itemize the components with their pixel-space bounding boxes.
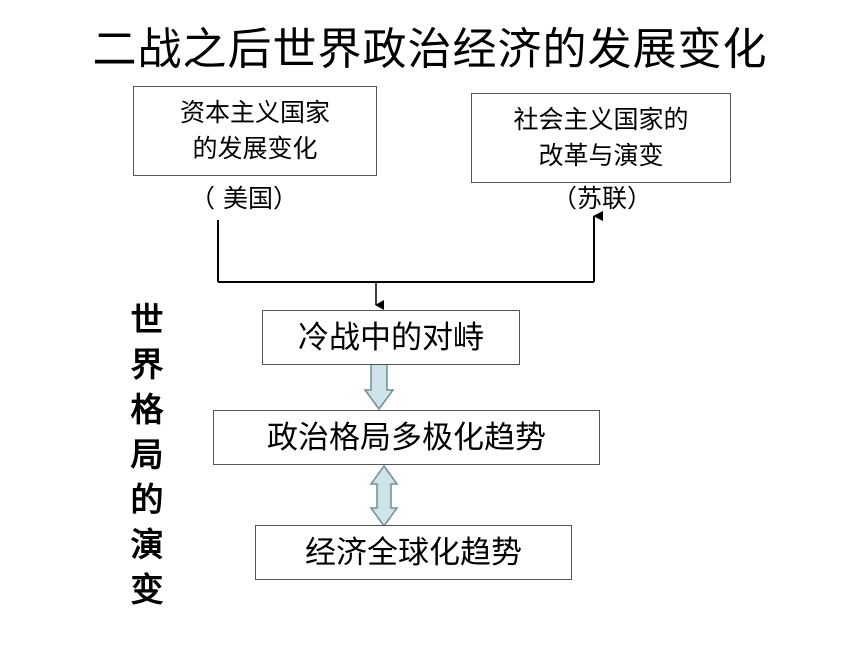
socialist-countries-box: 社会主义国家的 改革与演变 (471, 93, 731, 183)
side-char: 界 (130, 345, 164, 384)
economic-globalization-box: 经济全球化趋势 (255, 525, 572, 580)
world-pattern-evolution-label: 世 界 格 局 的 演 变 (125, 297, 169, 612)
cold-war-box: 冷战中的对峙 (262, 310, 520, 365)
globalization-label: 经济全球化趋势 (305, 534, 522, 571)
side-char: 的 (130, 480, 164, 519)
socialist-box-line1: 社会主义国家的 (513, 105, 689, 134)
capitalist-countries-box: 资本主义国家 的发展变化 (133, 86, 377, 176)
slide-title: 二战之后世界政治经济的发展变化 (92, 24, 768, 75)
side-char: 格 (130, 390, 164, 429)
socialist-box-line2: 改革与演变 (538, 141, 664, 170)
double-block-arrow (369, 464, 399, 528)
political-multipolar-box: 政治格局多极化趋势 (213, 410, 600, 465)
capitalist-box-line1: 资本主义国家 (179, 98, 330, 127)
cold-war-label: 冷战中的对峙 (298, 319, 484, 356)
capitalist-box-line2: 的发展变化 (192, 134, 318, 163)
usa-label: （ 美国） (190, 184, 298, 213)
multipolar-label: 政治格局多极化趋势 (267, 419, 546, 456)
side-char: 演 (130, 525, 164, 564)
down-block-arrow (363, 363, 395, 411)
side-char: 局 (130, 435, 164, 474)
side-char: 世 (130, 300, 164, 339)
side-char: 变 (130, 570, 164, 609)
ussr-label: （苏联） (551, 184, 652, 213)
